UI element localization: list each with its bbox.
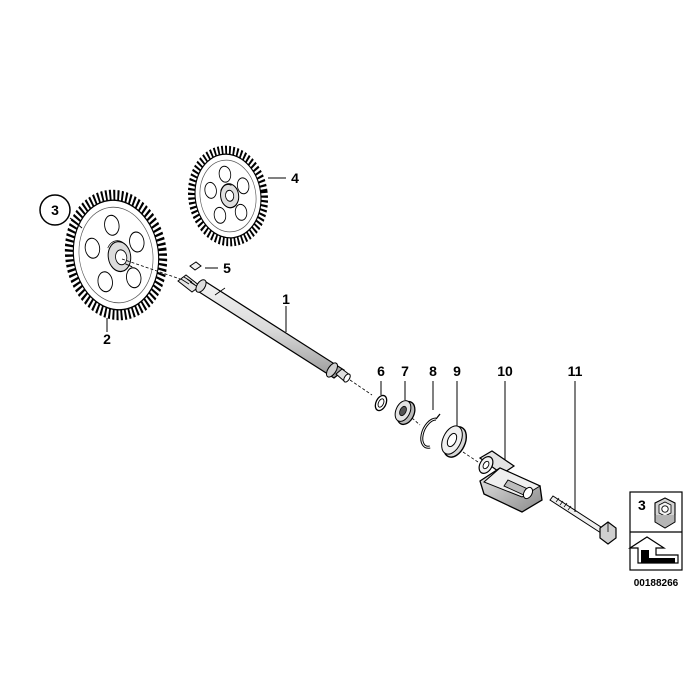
callout-3: 3: [51, 202, 59, 218]
bearing-7[interactable]: [392, 398, 418, 427]
arrow-icon: [627, 536, 679, 564]
diagram-code: 00188266: [634, 578, 679, 589]
bolt-11[interactable]: [549, 495, 617, 545]
callout-3-circle: [39, 194, 71, 226]
callout-10: 10: [497, 363, 513, 379]
callout-4: 4: [291, 170, 299, 186]
callout-2: 2: [103, 331, 111, 347]
callout-9: 9: [453, 363, 461, 379]
callout-5: 5: [223, 260, 231, 276]
callout-leaders: [69, 177, 576, 512]
lever-10[interactable]: [476, 450, 543, 513]
shaft-1[interactable]: [177, 274, 352, 383]
callout-6: 6: [377, 363, 385, 379]
ring-6[interactable]: [373, 394, 389, 413]
callout-7: 7: [401, 363, 409, 379]
legend-number: 3: [638, 497, 646, 513]
callout-1: 1: [282, 291, 290, 307]
gear-2[interactable]: [62, 189, 171, 321]
hex-nut-icon: [654, 497, 676, 529]
key-5[interactable]: [189, 261, 202, 271]
legend-box: 3 00188266: [627, 491, 683, 589]
callout-11: 11: [568, 363, 583, 379]
callout-8: 8: [429, 363, 437, 379]
washer-9[interactable]: [438, 423, 471, 461]
circlip-8[interactable]: [420, 413, 441, 449]
gear-4[interactable]: [186, 145, 270, 247]
